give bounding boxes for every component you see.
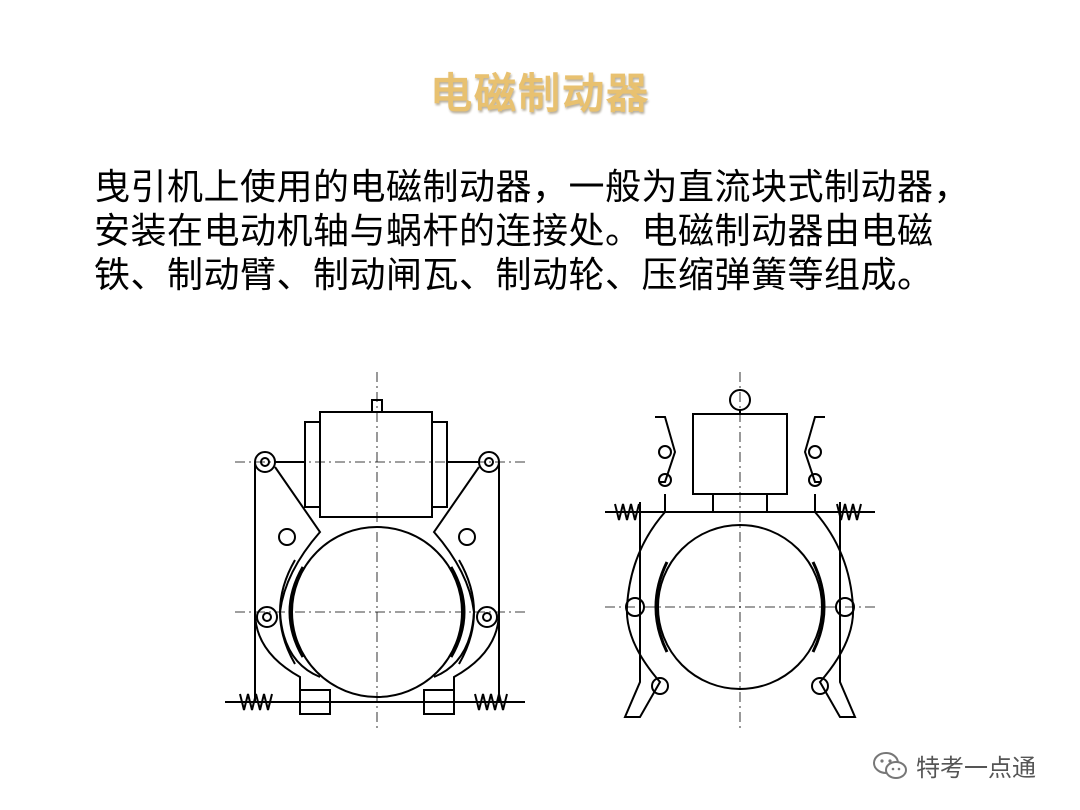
watermark: 特考一点通 [872,748,1036,783]
left-brake-drawing [225,372,525,732]
slide-title: 电磁制动器 [429,69,650,118]
watermark-text: 特考一点通 [916,754,1036,782]
right-brake-drawing [605,372,875,732]
brake-diagram [225,372,875,732]
wechat-icon [873,751,907,779]
body-paragraph: 曳引机上使用的电磁制动器，一般为直流块式制动器，安装在电动机轴与蜗杆的连接处。电… [94,167,971,296]
